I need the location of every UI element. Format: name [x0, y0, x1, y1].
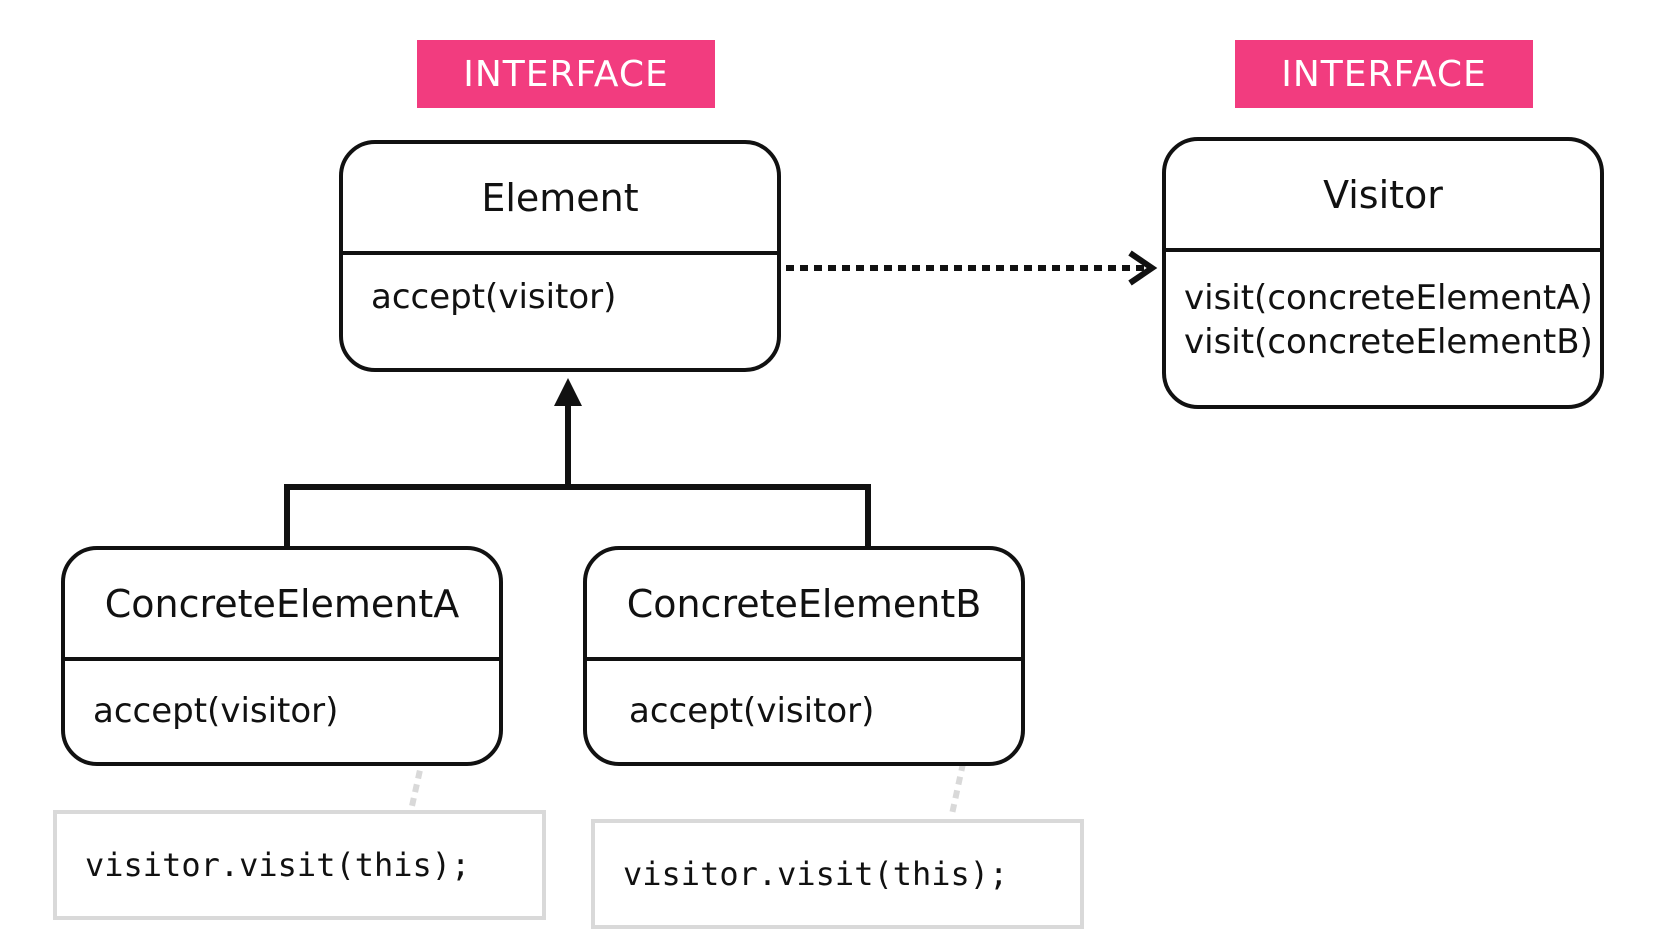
- visitor-method: visit(concreteElementB): [1184, 322, 1593, 362]
- inheritance-branch-b: [568, 484, 871, 546]
- dependency-arrowhead: [1128, 250, 1158, 286]
- concrete-element-b-methods: accept(visitor): [587, 661, 1021, 733]
- visitor-class-name: Visitor: [1166, 141, 1600, 252]
- element-class-methods: accept(visitor): [343, 255, 777, 319]
- concrete-element-b-class-box: ConcreteElementB accept(visitor): [583, 546, 1025, 766]
- inheritance-arrowhead: [554, 378, 582, 406]
- visitor-class-methods: visit(concreteElementA) visit(concreteEl…: [1166, 252, 1600, 364]
- visitor-method: visit(concreteElementA): [1184, 278, 1593, 318]
- element-class-name: Element: [343, 144, 777, 255]
- element-interface-stereotype: INTERFACE: [417, 40, 715, 108]
- concrete-element-a-methods: accept(visitor): [65, 661, 499, 733]
- concrete-element-a-class-box: ConcreteElementA accept(visitor): [61, 546, 503, 766]
- concrete-element-b-note: visitor.visit(this);: [591, 819, 1084, 929]
- visitor-interface-stereotype: INTERFACE: [1235, 40, 1533, 108]
- inheritance-branch-a: [284, 484, 568, 546]
- element-method: accept(visitor): [371, 277, 617, 317]
- concrete-element-a-method: accept(visitor): [93, 691, 339, 731]
- concrete-element-b-method: accept(visitor): [629, 691, 875, 731]
- visitor-class-box: Visitor visit(concreteElementA) visit(co…: [1162, 137, 1604, 409]
- concrete-element-a-class-name: ConcreteElementA: [65, 550, 499, 661]
- concrete-element-b-class-name: ConcreteElementB: [587, 550, 1021, 661]
- element-class-box: Element accept(visitor): [339, 140, 781, 372]
- concrete-element-a-note: visitor.visit(this);: [53, 810, 546, 920]
